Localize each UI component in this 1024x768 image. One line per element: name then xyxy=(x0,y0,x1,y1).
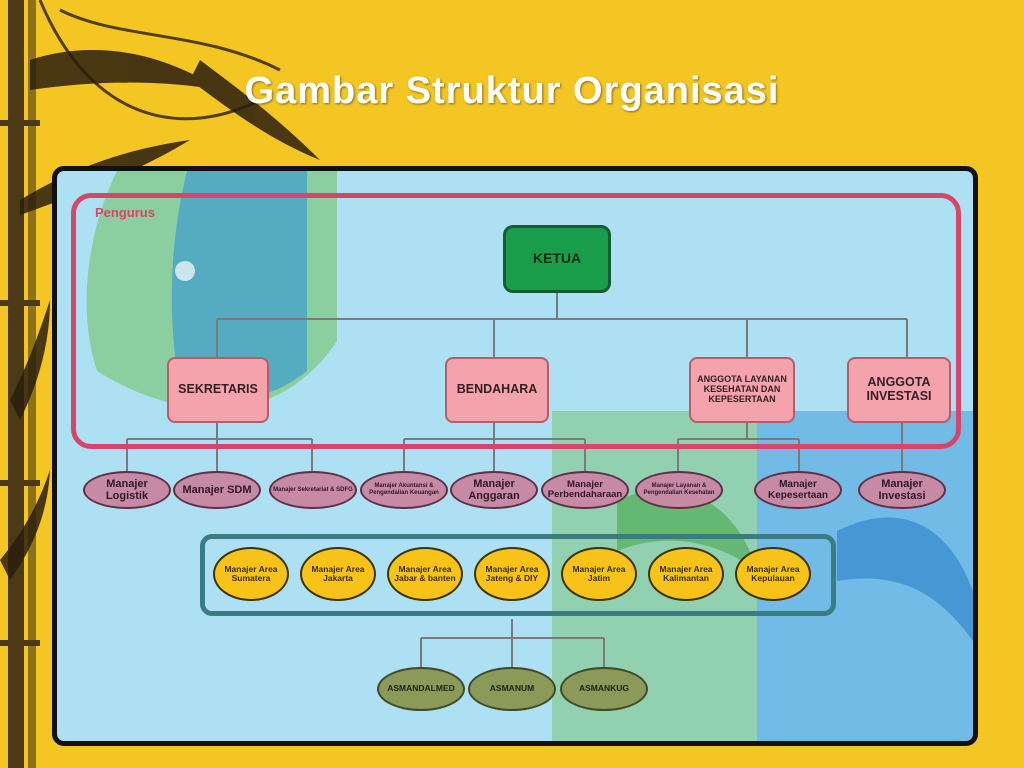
manager-perbendaharaan: Manajer Perbendaharaan xyxy=(541,471,629,509)
manager-sdm: Manajer SDM xyxy=(173,471,261,509)
anggota-investasi-node: ANGGOTA INVESTASI xyxy=(847,357,951,423)
bendahara-node: BENDAHARA xyxy=(445,357,549,423)
anggota-layanan-node: ANGGOTA LAYANAN KESEHATAN DAN KEPESERTAA… xyxy=(689,357,795,423)
manager-investasi: Manajer Investasi xyxy=(858,471,946,509)
sub-asmankug: ASMANKUG xyxy=(560,667,648,711)
pengurus-group xyxy=(71,193,961,449)
sub-asmandalmed: ASMANDALMED xyxy=(377,667,465,711)
area-jakarta: Manajer Area Jakarta xyxy=(300,547,376,601)
sub-asmanum: ASMANUM xyxy=(468,667,556,711)
area-managers-group xyxy=(200,534,836,616)
area-kepulauan: Manajer Area Kepulauan xyxy=(735,547,811,601)
manager-logistik: Manajer Logistik xyxy=(83,471,171,509)
area-jatim: Manajer Area Jatim xyxy=(561,547,637,601)
page-title: Gambar Struktur Organisasi xyxy=(244,70,780,112)
area-sumatera: Manajer Area Sumatera xyxy=(213,547,289,601)
pengurus-label: Pengurus xyxy=(95,205,155,220)
manager-kepesertaan: Manajer Kepesertaan xyxy=(754,471,842,509)
area-jateng-diy: Manajer Area Jateng & DIY xyxy=(474,547,550,601)
manager-akuntansi: Manajer Akuntansi & Pengendalian Keuanga… xyxy=(360,471,448,509)
manager-sekretariat: Manajer Sekretariat & SDFG xyxy=(269,471,357,509)
manager-anggaran: Manajer Anggaran xyxy=(450,471,538,509)
ketua-node: KETUA xyxy=(503,225,611,293)
sekretaris-node: SEKRETARIS xyxy=(167,357,269,423)
manager-layanan-kesehatan: Manajer Layanan & Pengendalian Kesehatan xyxy=(635,471,723,509)
area-kalimantan: Manajer Area Kalimantan xyxy=(648,547,724,601)
org-chart-frame: Pengurus KETUA SEKRETARIS BENDAHARA ANGG… xyxy=(52,166,978,746)
area-jabar-banten: Manajer Area Jabar & banten xyxy=(387,547,463,601)
